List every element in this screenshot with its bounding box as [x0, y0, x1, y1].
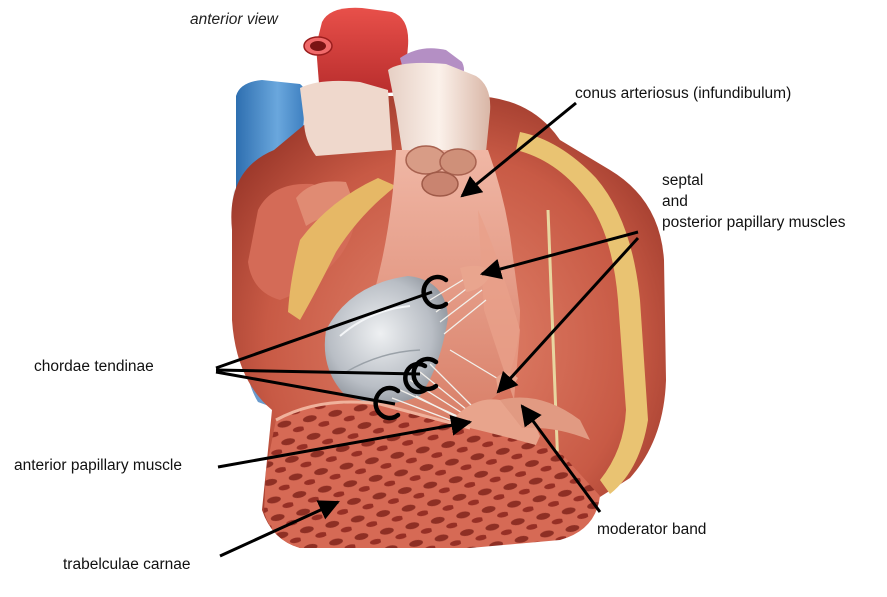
arrow-chordae-1 [215, 290, 433, 370]
c-mark-lower [373, 385, 401, 421]
label-anterior-papillary-muscle: anterior papillary muscle [14, 457, 182, 474]
arrow-septal-1 [479, 230, 639, 280]
aorta [303, 7, 409, 96]
label-septal-line3: posterior papillary muscles [662, 214, 846, 231]
arrow-conus [460, 101, 577, 198]
label-trabeculae-carnae: trabelculae carnae [63, 556, 191, 573]
arrow-anterior-papillary [217, 414, 473, 469]
pulmonary-trunk [300, 62, 491, 156]
arrow-trabeculae [219, 500, 340, 558]
arrow-moderator [520, 404, 602, 513]
c-mark-upper [421, 274, 449, 310]
label-septal-line1: septal [662, 172, 704, 189]
arrow-septal-2 [496, 236, 640, 394]
arrow-chordae-2 [215, 368, 421, 376]
view-label: anterior view [190, 11, 278, 28]
c-mark-right [403, 361, 428, 395]
arrow-chordae-3 [215, 370, 396, 406]
label-moderator-band: moderator band [597, 521, 707, 538]
label-septal-line2: and [662, 193, 688, 210]
label-chordae-tendinae: chordae tendinae [34, 358, 154, 375]
leader-lines [215, 101, 640, 558]
label-conus-arteriosus: conus arteriosus (infundibulum) [575, 85, 792, 102]
